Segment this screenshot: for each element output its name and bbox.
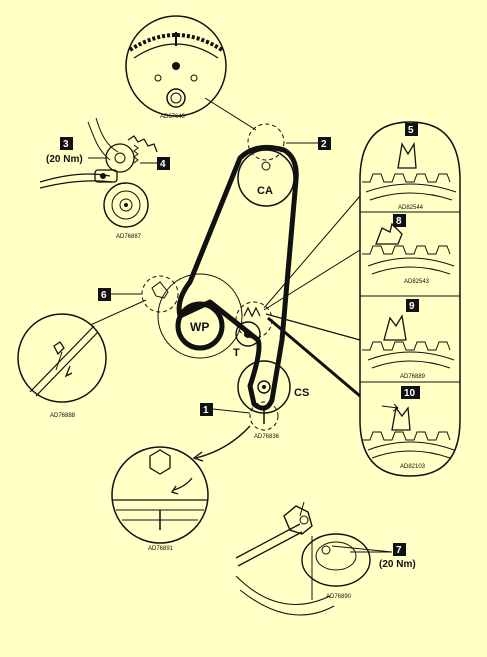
step-8-badge: 8 (393, 214, 406, 227)
tooth-10-ref: AD82103 (400, 464, 426, 470)
cam-detail-ref: AD67649 (160, 114, 186, 120)
tooth-5-ref: AD82544 (398, 205, 424, 211)
cam-leader-line (204, 97, 257, 131)
svg-text:8: 8 (396, 216, 402, 227)
tensioner-label: T (233, 347, 240, 359)
water-pump-label: WP (190, 320, 209, 334)
tooth-panel-8: AD82543 (362, 222, 455, 285)
step-9-badge: 9 (406, 299, 419, 312)
svg-text:1: 1 (203, 405, 209, 416)
svg-text:6: 6 (101, 290, 107, 301)
tensioner-tool-detail: AD76890 (235, 501, 371, 616)
tooth-9-ref: AD76889 (400, 374, 426, 380)
cam-mark-circle (247, 123, 285, 161)
tensioner-torque-label: (20 Nm) (46, 154, 83, 165)
tooth-leader-lines (263, 195, 361, 398)
camshaft-pulley: CA (237, 149, 295, 207)
step-6-badge: 6 (98, 288, 111, 301)
svg-text:4: 4 (160, 159, 166, 170)
pointer-icon (151, 281, 169, 299)
tensioner-tool-ref: AD76890 (326, 594, 352, 600)
camshaft-label: CA (257, 185, 273, 197)
pointer-detail-ref: AD76888 (50, 413, 76, 419)
svg-text:10: 10 (404, 388, 416, 399)
step-1-leader (212, 408, 251, 414)
tensioner-pulley-torque-label: (20 Nm) (379, 559, 416, 570)
svg-text:7: 7 (396, 545, 402, 556)
step-5-badge: 5 (405, 123, 418, 136)
step-7-badge: 7 (393, 543, 406, 556)
crank-marks-ref: AD76836 (254, 434, 280, 440)
water-pump-pulley: WP (157, 273, 243, 359)
tooth-panel-9: AD76889 (362, 314, 455, 380)
step-3-badge: 3 (60, 137, 73, 150)
tensioner-detail: AD76887 (39, 117, 158, 240)
step-4-badge: 4 (157, 157, 170, 170)
tooth-panel-5: AD82544 (362, 141, 457, 211)
svg-text:9: 9 (409, 301, 415, 312)
pointer-detail-circle: AD76888 (17, 313, 107, 419)
crank-detail-arrow (195, 425, 251, 459)
camshaft-detail-circle: AD67649 (125, 15, 227, 120)
step-10-badge: 10 (401, 386, 420, 399)
step-7-leader-a (331, 545, 393, 553)
tensioner-pulley: T (233, 301, 273, 359)
crank-detail-circle: AD76891 (111, 446, 209, 552)
crank-detail-ref: AD76891 (148, 546, 174, 552)
tooth-8-ref: AD82543 (404, 279, 430, 285)
svg-text:2: 2 (321, 139, 327, 150)
step-1-badge: 1 (200, 403, 213, 416)
crankshaft-label: CS (294, 387, 309, 399)
tooth-panel-10: AD82103 (362, 403, 455, 470)
step-2-badge: 2 (318, 137, 331, 150)
timing-belt (176, 144, 299, 411)
tensioner-detail-ref: AD76887 (116, 234, 142, 240)
svg-text:5: 5 (408, 125, 414, 136)
svg-text:3: 3 (63, 139, 69, 150)
